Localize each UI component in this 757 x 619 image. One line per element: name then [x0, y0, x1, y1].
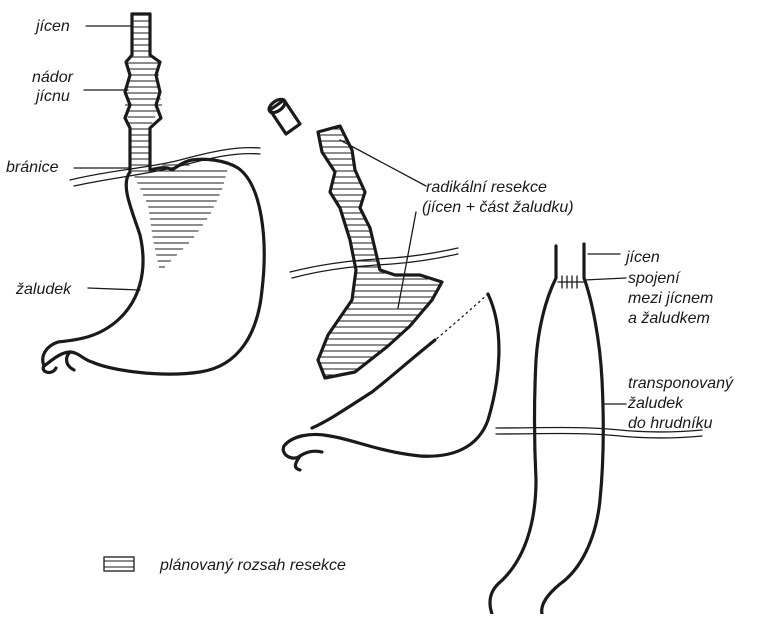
leader-zaludek: [88, 288, 140, 290]
label-spojeni-line2: mezi jícnem: [628, 290, 713, 307]
label-transp-line2: žaludek: [627, 395, 684, 412]
label-radikalni-line1: radikální resekce: [426, 179, 547, 196]
planned-resection-area-2: [318, 126, 442, 378]
label-transp-line1: transponovaný: [628, 375, 734, 392]
stomach-staple-line-1: [435, 294, 488, 340]
legend-label: plánovaný rozsah resekce: [159, 557, 346, 574]
label-jicen-1: jícen: [34, 18, 70, 35]
figure-transposed-stomach: jícen spojení mezi jícnem a žaludkem tra…: [490, 244, 734, 614]
label-nador-line2: jícnu: [34, 88, 70, 105]
label-spojeni-line1: spojení: [628, 270, 681, 287]
label-spojeni-line3: a žaludkem: [628, 310, 710, 327]
leader-spojeni: [584, 278, 626, 280]
legend-hatch-swatch: [104, 557, 134, 571]
label-transp-line3: do hrudníku: [628, 415, 713, 432]
transposed-stomach-right-wall: [542, 244, 604, 614]
pylorus-fold: [67, 352, 74, 370]
label-nador-line1: nádor: [32, 69, 74, 86]
label-jicen-2: jícen: [624, 249, 660, 266]
label-zaludek: žaludek: [15, 281, 72, 298]
anastomosis-sutures: [558, 276, 584, 288]
figure-original-stomach: jícen nádor jícnu bránice žaludek: [6, 14, 264, 374]
diaphragm-line-3b: [496, 434, 702, 438]
duodenum-end: [43, 366, 56, 372]
label-branice: bránice: [6, 159, 59, 176]
legend: plánovaný rozsah resekce: [104, 557, 346, 574]
figure-resection: radikální resekce (jícen + část žaludku): [267, 97, 574, 470]
label-radikalni-line2: (jícen + část žaludku): [422, 199, 574, 216]
transposed-stomach-left-wall: [490, 246, 556, 614]
